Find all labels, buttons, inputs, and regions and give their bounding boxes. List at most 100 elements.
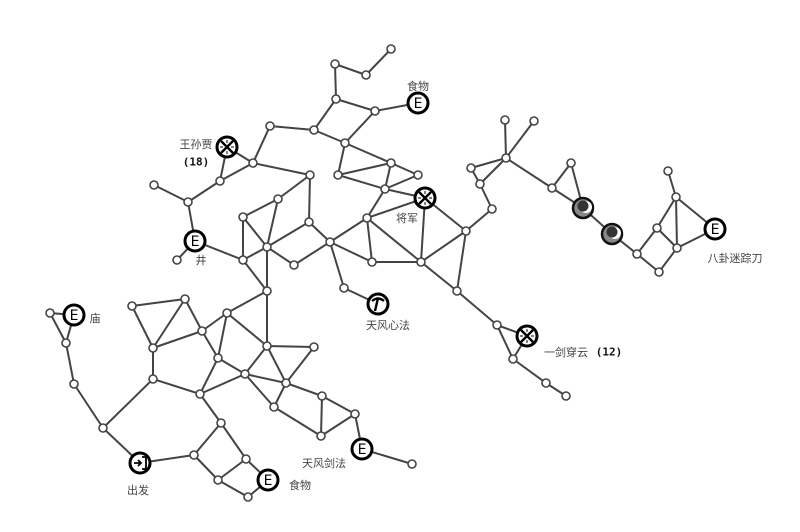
label-wang-level: (18) — [182, 155, 210, 169]
map-node[interactable] — [330, 59, 340, 69]
jiang-crossed-swords-icon[interactable] — [413, 186, 437, 210]
map-node[interactable] — [195, 389, 205, 399]
map-node[interactable] — [672, 243, 682, 253]
well-event-e-icon[interactable]: E — [183, 229, 207, 253]
map-node[interactable] — [243, 492, 253, 502]
map-node[interactable] — [501, 153, 511, 163]
map-node[interactable] — [213, 475, 223, 485]
map-node[interactable] — [652, 223, 662, 233]
map-node[interactable] — [238, 255, 248, 265]
wang-crossed-swords-icon[interactable] — [215, 135, 239, 159]
map-node[interactable] — [213, 353, 223, 363]
jianfa-event-e-icon[interactable]: E — [350, 437, 374, 461]
map-node[interactable] — [339, 283, 349, 293]
map-node[interactable] — [566, 158, 576, 168]
map-node[interactable] — [413, 170, 423, 180]
map-node[interactable] — [529, 116, 539, 126]
map-node[interactable] — [215, 176, 225, 186]
temple-event-e-icon[interactable]: E — [62, 303, 86, 327]
map-node[interactable] — [216, 418, 226, 428]
map-node[interactable] — [265, 121, 275, 131]
map-node[interactable] — [241, 454, 251, 464]
map-node[interactable] — [172, 255, 182, 265]
map-node[interactable] — [148, 374, 158, 384]
map-node[interactable] — [461, 226, 471, 236]
map-node[interactable] — [500, 115, 510, 125]
map-node[interactable] — [561, 391, 571, 401]
map-node[interactable] — [189, 450, 199, 460]
map-node[interactable] — [632, 249, 642, 259]
map-node[interactable] — [309, 342, 319, 352]
map-node[interactable] — [350, 409, 360, 419]
svg-text:E: E — [70, 308, 79, 324]
map-edge — [219, 162, 254, 182]
map-node[interactable] — [386, 44, 396, 54]
map-node[interactable] — [362, 213, 372, 223]
map-node[interactable] — [262, 341, 272, 351]
map-node[interactable] — [262, 242, 272, 252]
map-node[interactable] — [248, 158, 258, 168]
xinfa-pickaxe-icon[interactable] — [366, 292, 390, 316]
map-node[interactable] — [304, 217, 314, 227]
map-node[interactable] — [386, 158, 396, 168]
map-node[interactable] — [340, 138, 350, 148]
map-node[interactable] — [309, 125, 319, 135]
start-enter-icon[interactable] — [128, 451, 152, 475]
map-node[interactable] — [416, 257, 426, 267]
map-node[interactable] — [127, 301, 137, 311]
map-node[interactable] — [240, 369, 250, 379]
bagua-event-e-icon[interactable]: E — [703, 217, 727, 241]
map-node[interactable] — [367, 257, 377, 267]
label-wang: 王孙贾 — [179, 138, 213, 151]
food2-event-e-icon[interactable]: E — [256, 468, 280, 492]
map-node[interactable] — [316, 431, 326, 441]
map-node[interactable] — [262, 286, 272, 296]
map-node[interactable] — [281, 378, 291, 388]
map-node[interactable] — [148, 343, 158, 353]
map-node[interactable] — [654, 267, 664, 277]
moon1-moon-icon[interactable] — [571, 196, 595, 220]
map-edge — [456, 290, 498, 326]
map-node[interactable] — [61, 338, 71, 348]
yijian-crossed-swords-icon[interactable] — [515, 324, 539, 348]
map-node[interactable] — [222, 308, 232, 318]
map-node[interactable] — [475, 179, 485, 189]
map-node[interactable] — [197, 326, 207, 336]
map-node[interactable] — [508, 354, 518, 364]
map-node[interactable] — [492, 320, 502, 330]
map-node[interactable] — [325, 237, 335, 247]
map-node[interactable] — [452, 286, 462, 296]
map-edge — [420, 230, 467, 263]
moon2-moon-icon[interactable] — [600, 222, 624, 246]
map-node[interactable] — [149, 180, 159, 190]
map-node[interactable] — [289, 260, 299, 270]
map-node[interactable] — [541, 378, 551, 388]
map-node[interactable] — [269, 402, 279, 412]
map-edge — [313, 129, 346, 144]
map-edge — [456, 230, 467, 292]
map-node[interactable] — [238, 212, 248, 222]
map-node[interactable] — [305, 170, 315, 180]
map-node[interactable] — [331, 94, 341, 104]
map-node[interactable] — [180, 294, 190, 304]
map-node[interactable] — [333, 170, 343, 180]
map-node[interactable] — [663, 166, 673, 176]
map-edge — [505, 120, 535, 159]
map-node[interactable] — [317, 391, 327, 401]
map-node[interactable] — [361, 70, 371, 80]
map-edge — [320, 395, 323, 437]
map-node[interactable] — [487, 204, 497, 214]
map-node[interactable] — [380, 184, 390, 194]
map-node[interactable] — [370, 106, 380, 116]
map-node[interactable] — [45, 308, 55, 318]
food1-event-e-icon[interactable]: E — [406, 91, 430, 115]
map-node[interactable] — [547, 183, 557, 193]
map-node[interactable] — [183, 197, 193, 207]
map-node[interactable] — [69, 379, 79, 389]
map-node[interactable] — [466, 163, 476, 173]
map-node[interactable] — [273, 194, 283, 204]
map-node[interactable] — [407, 459, 417, 469]
map-node[interactable] — [671, 192, 681, 202]
map-node[interactable] — [98, 423, 108, 433]
map-edge — [658, 247, 678, 273]
